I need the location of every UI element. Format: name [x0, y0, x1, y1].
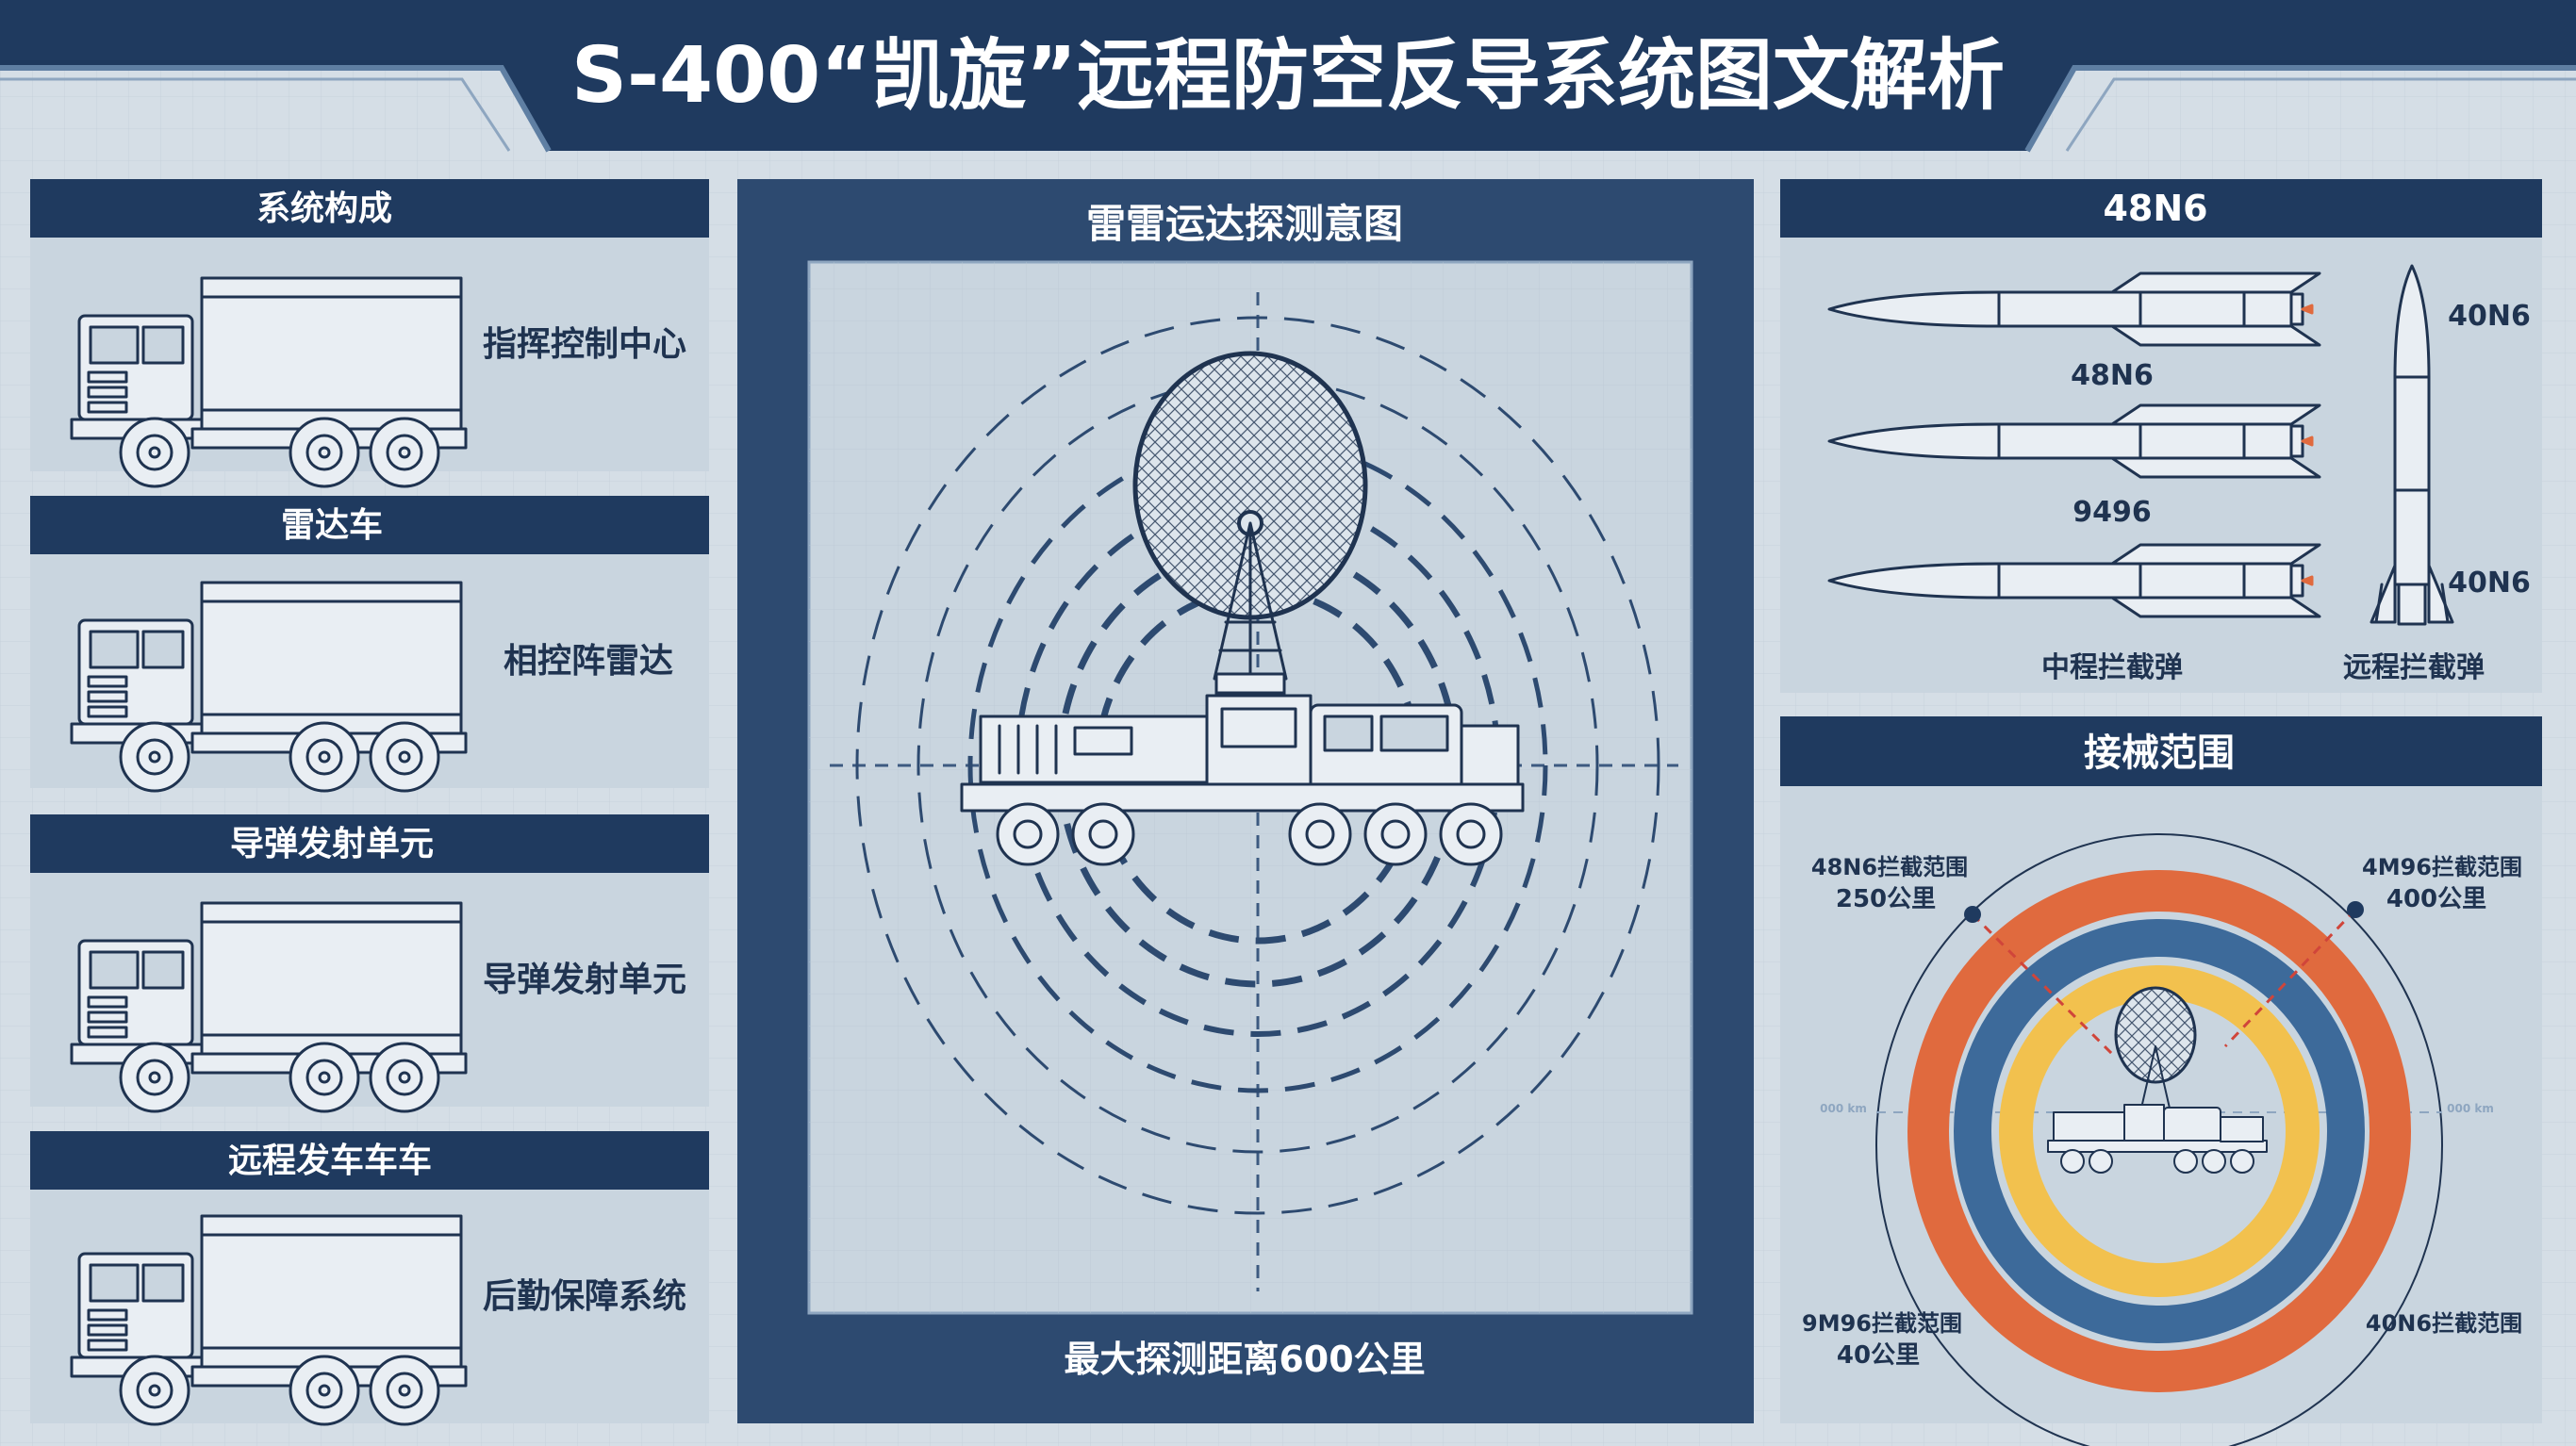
unit-card-logistics: 远程发车车车 后勤保障系统: [30, 1131, 709, 1426]
ring-4m96: [1954, 919, 2365, 1343]
header-banner: S-400“凯旋”远程防空反导系统图文解析: [0, 0, 2576, 153]
unit-label: 后勤保障系统: [483, 1277, 686, 1316]
unit-heading: 系统构成: [256, 189, 392, 228]
unit-heading: 雷达车: [281, 506, 383, 545]
missile-panel-title: 48N6: [2103, 188, 2207, 229]
range-annotation: 48N6拦截范围: [1811, 854, 1968, 880]
unit-heading: 远程发车车车: [228, 1142, 432, 1180]
unit-label: 导弹发射单元: [483, 961, 686, 999]
radar-caption: 最大探测距离600公里: [1064, 1339, 1425, 1380]
range-annotation: 40公里: [1837, 1341, 1920, 1370]
range-annotation: 40N6拦截范围: [2366, 1310, 2522, 1337]
missile-label: 9496: [2072, 496, 2152, 529]
missile-40n6-vertical-icon: [2370, 264, 2454, 626]
radar-dish-icon: [1132, 351, 1368, 695]
unit-card-command: 系统构成 指挥控制中心: [30, 179, 709, 488]
missile-label: 远程拦截弹: [2343, 651, 2485, 684]
unit-heading: 导弹发射单元: [230, 825, 434, 863]
range-tick: 000 km: [1820, 1102, 1867, 1115]
missile-label: 40N6: [2448, 300, 2531, 333]
page-title: S-400“凯旋”远程防空反导系统图文解析: [571, 31, 2005, 121]
range-annotation: 4M96拦截范围: [2362, 854, 2522, 880]
radar-detection-panel: 雷雷运达探测意图 最大探测距离600公里: [737, 179, 1754, 1423]
range-panel-title: 接械范围: [2084, 731, 2235, 775]
intercept-rings: [1907, 870, 2411, 1392]
missile-label: 40N6: [2448, 567, 2531, 600]
radar-panel-title: 雷雷运达探测意图: [1086, 201, 1403, 247]
intercept-range-panel: 接械范围: [1780, 716, 2542, 1446]
radar-truck-icon: [960, 694, 1525, 866]
missile-panel: 48N6 48N6 9496 中程拦截弹 40N6 40N6 远程拦截弹: [1780, 179, 2542, 693]
unit-card-radar: 雷达车 相控阵雷达: [30, 496, 709, 793]
range-annotation: 250公里: [1836, 885, 1936, 913]
ring-9m96: [1999, 965, 2320, 1297]
range-tick: 000 km: [2447, 1102, 2494, 1115]
unit-label: 相控阵雷达: [504, 642, 673, 681]
ring-48n6: [1907, 870, 2411, 1392]
unit-card-launcher: 导弹发射单元 导弹发射单元: [30, 814, 709, 1113]
unit-label: 指挥控制中心: [483, 325, 686, 364]
range-annotation: 9M96拦截范围: [1802, 1310, 1962, 1337]
range-annotation: 400公里: [2386, 885, 2486, 913]
missile-label: 中程拦截弹: [2041, 651, 2183, 684]
system-composition-panel: 系统构成 指挥控制中心 雷达车 相控阵雷达 导弹发射单元 导弹发射单元 远程发车…: [30, 179, 709, 1426]
small-radar-icon: [2047, 986, 2268, 1174]
missile-label: 48N6: [2071, 359, 2154, 392]
